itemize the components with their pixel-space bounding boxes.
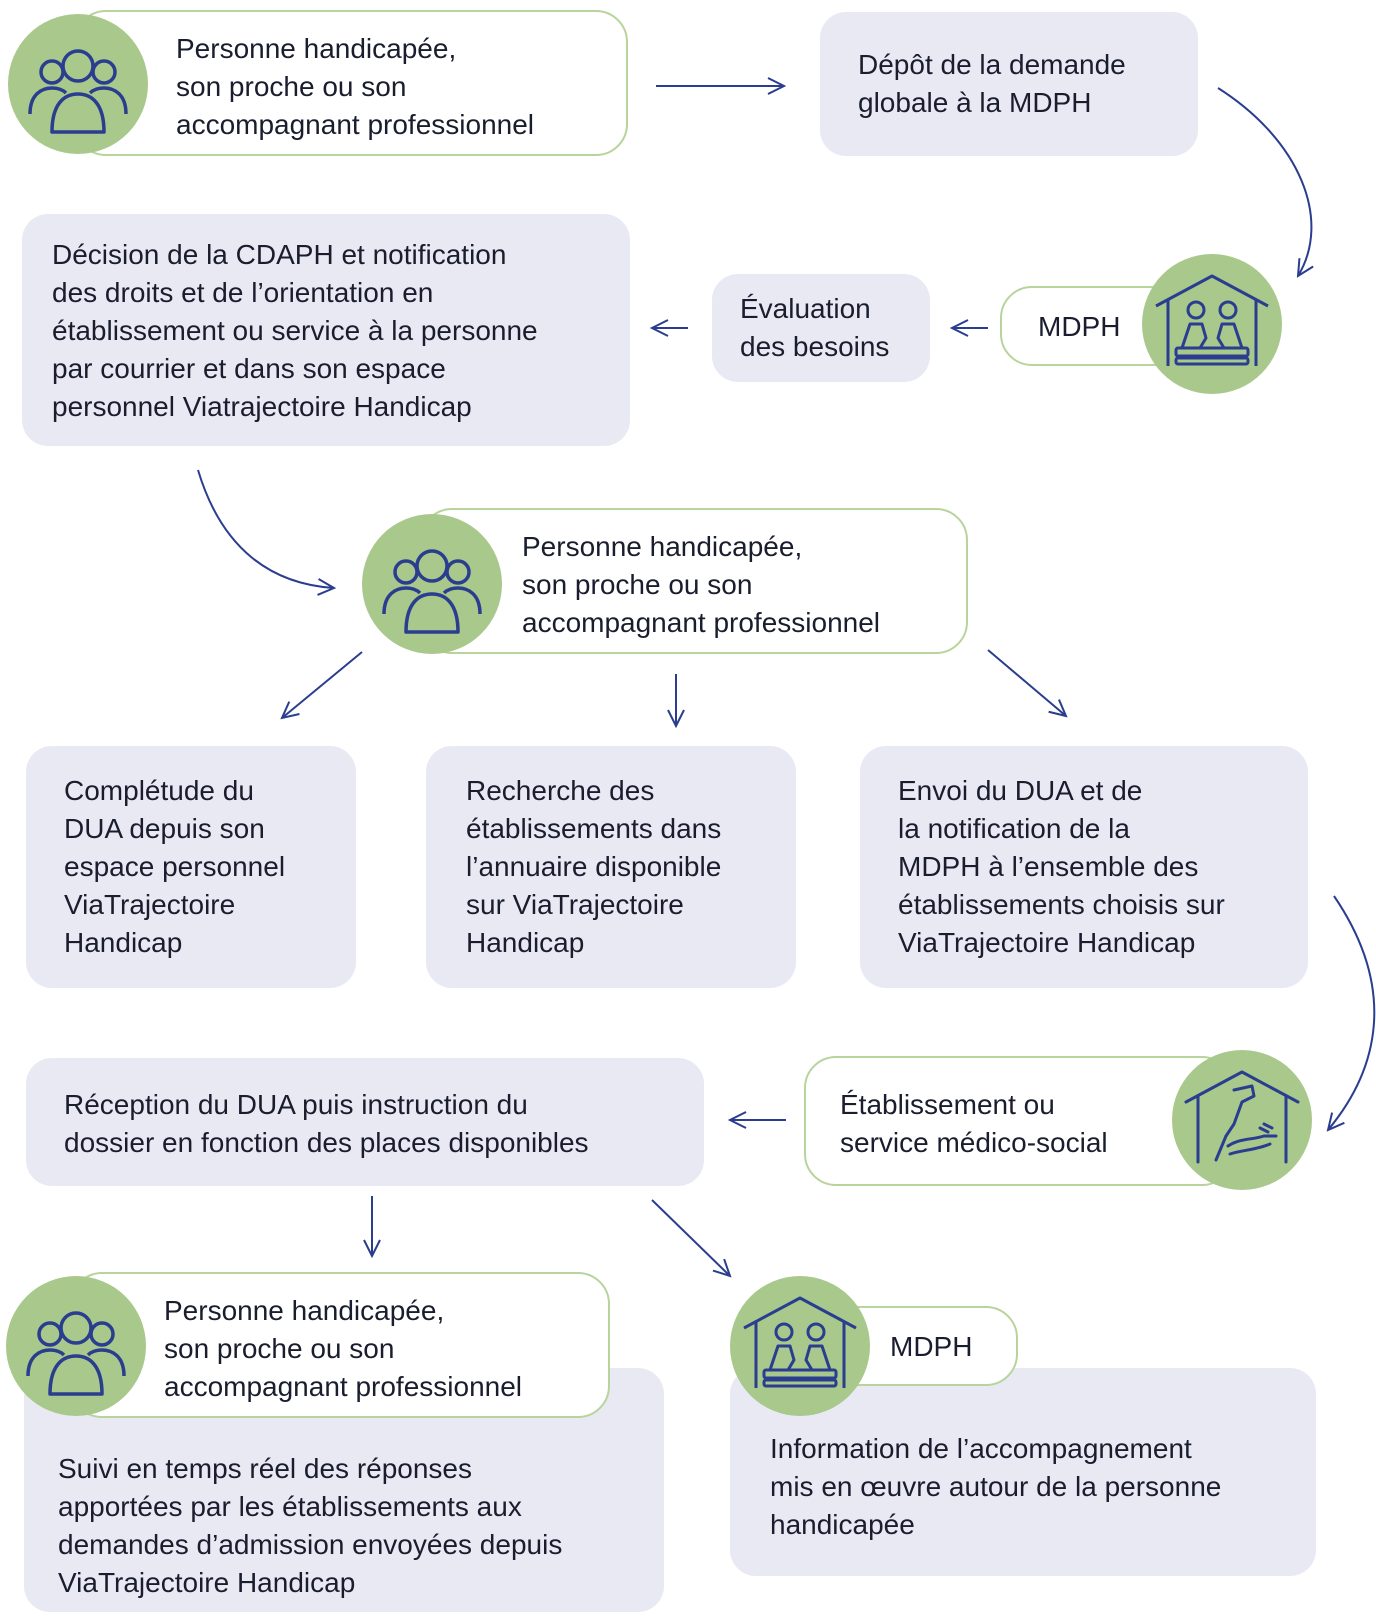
arrow-actor2-to-completude (282, 651, 363, 718)
etablissement-label: Établissement ou service médico-social (840, 1089, 1108, 1158)
mdph-avatar-1 (1142, 254, 1282, 394)
depot-box: Dépôt de la demande globale à la MDPH (820, 12, 1198, 156)
arrow-decision-to-actor2 (197, 469, 334, 588)
arrow-actor2-to-envoi (987, 649, 1066, 716)
evaluation-label: Évaluation des besoins (740, 293, 890, 362)
mdph-label-2: MDPH (890, 1331, 973, 1362)
completude-label: Complétude du DUA depuis son espace pers… (64, 775, 286, 958)
etablissement-avatar (1172, 1050, 1312, 1190)
envoi-label: Envoi du DUA et de la notification de la… (898, 775, 1225, 958)
etablissement-card: Établissement ou service médico-social (804, 1056, 1234, 1186)
mdph-house-icon (1155, 274, 1269, 366)
information-box: Information de l’accompagnement mis en œ… (730, 1368, 1316, 1576)
people-group-icon (382, 549, 482, 634)
actor-avatar-3 (6, 1276, 146, 1416)
actor-avatar-1 (8, 14, 148, 154)
evaluation-box: Évaluation des besoins (712, 274, 930, 382)
arrow-reception-to-mdph2 (651, 1199, 730, 1276)
actor-label-3: Personne handicapée, son proche ou son a… (164, 1295, 523, 1402)
people-group-icon (28, 49, 128, 134)
arrow-depot-to-mdph (1217, 87, 1311, 276)
envoi-box: Envoi du DUA et de la notification de la… (860, 746, 1308, 988)
decision-label: Décision de la CDAPH et notification des… (52, 239, 538, 422)
actor-card-3: Personne handicapée, son proche ou son a… (70, 1272, 610, 1418)
depot-label: Dépôt de la demande globale à la MDPH (858, 49, 1126, 118)
actor-card-1: Personne handicapée, son proche ou son a… (74, 10, 628, 156)
actor-label-2: Personne handicapée, son proche ou son a… (522, 531, 881, 638)
arrow-envoi-to-etablissement (1328, 895, 1376, 1130)
people-group-icon (26, 1311, 126, 1396)
actor-avatar-2 (362, 514, 502, 654)
completude-box: Complétude du DUA depuis son espace pers… (26, 746, 356, 988)
decision-box: Décision de la CDAPH et notification des… (22, 214, 630, 446)
recherche-label: Recherche des établissements dans l’annu… (466, 775, 722, 958)
recherche-box: Recherche des établissements dans l’annu… (426, 746, 796, 988)
actor-label-1: Personne handicapée, son proche ou son a… (176, 33, 535, 140)
reception-box: Réception du DUA puis instruction du dos… (26, 1058, 704, 1186)
information-label: Information de l’accompagnement mis en œ… (770, 1433, 1222, 1540)
mdph-avatar-2 (730, 1276, 870, 1416)
reception-label: Réception du DUA puis instruction du dos… (64, 1089, 589, 1158)
suivi-label: Suivi en temps réel des réponses apporté… (58, 1453, 563, 1598)
medico-social-care-icon (1184, 1070, 1300, 1164)
mdph-label-1: MDPH (1038, 311, 1121, 342)
actor-card-2: Personne handicapée, son proche ou son a… (420, 508, 968, 654)
mdph-house-icon (743, 1296, 857, 1388)
